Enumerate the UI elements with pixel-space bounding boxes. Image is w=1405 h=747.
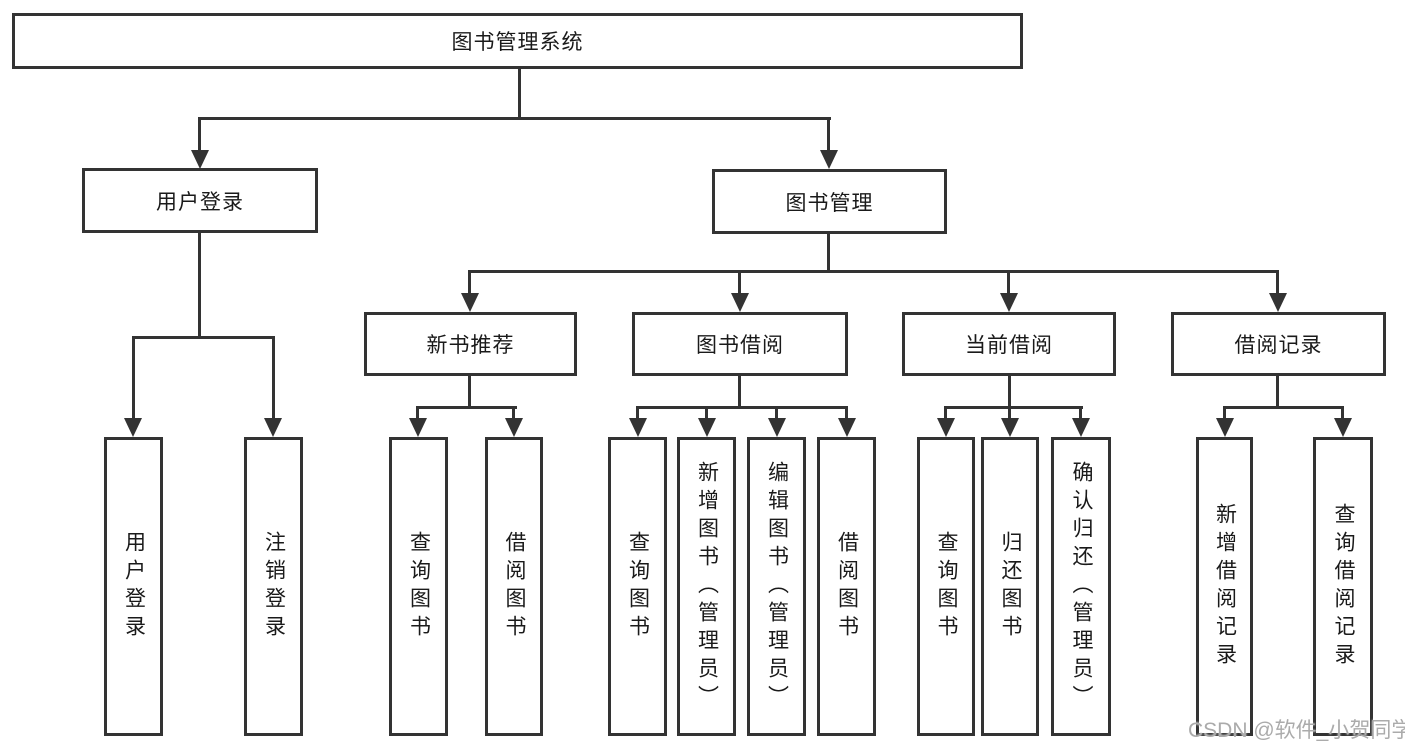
edge-to-book-borrowing [738, 273, 741, 294]
arrowhead-icon [820, 150, 838, 169]
arrowhead-icon [461, 293, 479, 312]
leaf-label: 借阅图书 [503, 530, 527, 643]
node-user-login: 用户登录 [82, 168, 318, 233]
arrowhead-icon [264, 418, 282, 437]
edge-current-rail [944, 406, 1083, 409]
arrowhead-icon [1334, 418, 1352, 437]
leaf-label: 查询图书 [626, 530, 650, 643]
edge-recommend-stub [468, 376, 471, 409]
arrowhead-icon [409, 418, 427, 437]
arrowhead-icon [838, 418, 856, 437]
leaf-label: 查询借阅记录 [1332, 502, 1356, 671]
edge-leaf-stub [1008, 409, 1011, 419]
edge-level2-rail [198, 117, 831, 120]
edge-recommend-rail [416, 406, 517, 409]
edge-leaf-stub [705, 409, 708, 419]
edge-leaf-stub [775, 409, 778, 419]
leaf-current-query-books: 查询图书 [917, 437, 975, 736]
leaf-label: 归还图书 [999, 530, 1023, 643]
edge-to-current-borrowing [1007, 273, 1010, 294]
leaf-borrowing-add-books-admin: 新增图书（管理员） [677, 437, 736, 736]
edge-user-login-stub [198, 233, 201, 339]
leaf-recommend-query-books: 查询图书 [389, 437, 448, 736]
node-library-management-system: 图书管理系统 [12, 13, 1023, 69]
edge-leaf-stub [845, 409, 848, 419]
edge-book-management-stub [827, 234, 830, 273]
arrowhead-icon [629, 418, 647, 437]
leaf-records-query-record: 查询借阅记录 [1313, 437, 1373, 736]
edge-leaf-stub [512, 409, 515, 419]
edge-borrowing-rail [636, 406, 848, 409]
edge-to-book-management [827, 120, 830, 151]
leaf-user-login: 用户登录 [104, 437, 163, 736]
arrowhead-icon [1001, 418, 1019, 437]
leaf-label: 编辑图书（管理员） [765, 460, 789, 713]
edge-leaf-stub [944, 409, 947, 419]
arrowhead-icon [698, 418, 716, 437]
leaf-label: 用户登录 [122, 530, 146, 643]
edge-to-user-login [198, 120, 201, 151]
edge-records-stub [1276, 376, 1279, 409]
leaf-label: 新增借阅记录 [1213, 502, 1237, 671]
edge-leaf-stub [1223, 409, 1226, 419]
leaf-label: 注销登录 [262, 530, 286, 643]
node-borrowing-records: 借阅记录 [1171, 312, 1386, 376]
leaf-label: 新增图书（管理员） [695, 460, 719, 713]
leaf-recommend-borrow-books: 借阅图书 [485, 437, 543, 736]
edge-current-stub [1008, 376, 1011, 409]
edge-records-rail [1223, 406, 1344, 409]
edge-to-new-book-recommend [468, 273, 471, 294]
node-new-book-recommend: 新书推荐 [364, 312, 577, 376]
node-current-borrowing: 当前借阅 [902, 312, 1116, 376]
arrowhead-icon [191, 150, 209, 169]
arrowhead-icon [1072, 418, 1090, 437]
edge-leaf-stub [1079, 409, 1082, 419]
arrowhead-icon [768, 418, 786, 437]
edge-leaf-stub [636, 409, 639, 419]
leaf-borrowing-query-books: 查询图书 [608, 437, 667, 736]
edge-level3-rail [468, 270, 1279, 273]
leaf-current-confirm-return-admin: 确认归还（管理员） [1051, 437, 1111, 736]
edge-to-borrowing-records [1276, 273, 1279, 294]
edge-root-stub [518, 69, 521, 120]
leaf-logout-login: 注销登录 [244, 437, 303, 736]
arrowhead-icon [731, 293, 749, 312]
leaf-label: 查询图书 [935, 530, 959, 643]
arrowhead-icon [505, 418, 523, 437]
node-book-borrowing: 图书借阅 [632, 312, 848, 376]
leaf-borrowing-borrow-books: 借阅图书 [817, 437, 876, 736]
edge-borrowing-stub [738, 376, 741, 409]
arrowhead-icon [1269, 293, 1287, 312]
edge-user-login-rail [132, 336, 275, 339]
csdn-watermark: CSDN @软件_小贺同学 [1188, 719, 1405, 742]
node-book-management: 图书管理 [712, 169, 947, 234]
edge-leaf-stub [1341, 409, 1344, 419]
leaf-current-return-books: 归还图书 [981, 437, 1039, 736]
arrowhead-icon [937, 418, 955, 437]
leaf-label: 查询图书 [407, 530, 431, 643]
arrowhead-icon [1216, 418, 1234, 437]
leaf-borrowing-edit-books-admin: 编辑图书（管理员） [747, 437, 806, 736]
edge-to-leaf-logout [272, 339, 275, 419]
arrowhead-icon [124, 418, 142, 437]
leaf-label: 借阅图书 [835, 530, 859, 643]
leaf-records-add-record: 新增借阅记录 [1196, 437, 1253, 736]
leaf-label: 确认归还（管理员） [1070, 460, 1094, 713]
edge-to-leaf-user-login [132, 339, 135, 419]
arrowhead-icon [1000, 293, 1018, 312]
edge-leaf-stub [416, 409, 419, 419]
